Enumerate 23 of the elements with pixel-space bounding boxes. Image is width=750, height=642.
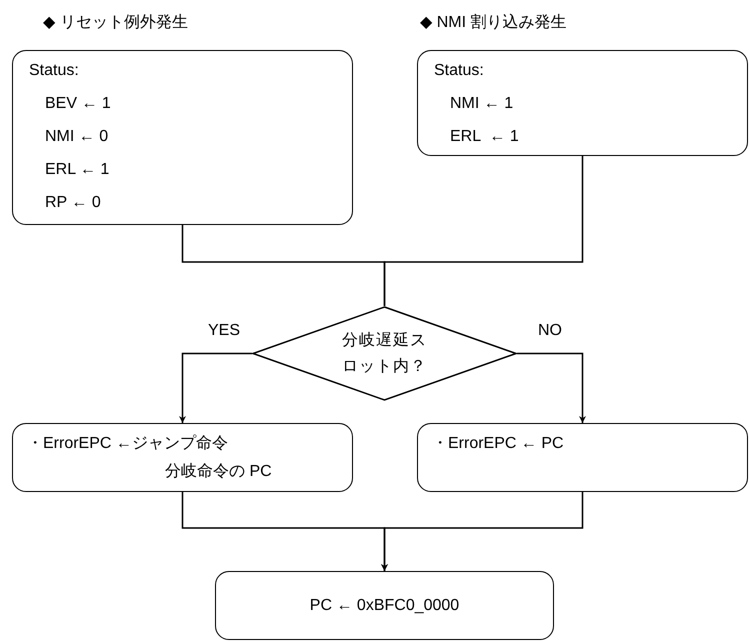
status-text: Status: [29,61,79,81]
connector-line [381,492,584,571]
assignment-text: 分岐命令の PC [165,462,272,482]
connector-line [384,156,584,306]
assignment-text: ERL ← 1 [450,127,519,147]
process-box [417,423,748,492]
assignment-text: RP ← 0 [45,193,101,213]
assignment-text: ・ErrorEPC ← PC [432,434,564,454]
question-text: 分岐遅延スロット内？ [341,330,428,376]
connector-line [517,352,586,423]
assignment-text: NMI ← 0 [45,127,108,147]
heading-text: ◆ NMI 割り込み発生 [420,13,567,33]
heading-text: ◆ リセット例外発生 [43,13,188,33]
process-box [215,571,554,640]
assignment-text: PC ← 0xBFC0_0000 [310,596,460,616]
status-text: Status: [434,61,484,81]
assignment-text: ERL ← 1 [45,160,110,180]
connector-line [179,352,252,423]
process-box [12,423,353,492]
assignment-text: ・ErrorEPC ←ジャンプ命令 [27,434,228,454]
decision-diamond [252,306,517,401]
assignment-text: BEV ← 1 [45,94,111,114]
assignment-text: NMI ← 1 [450,94,514,114]
